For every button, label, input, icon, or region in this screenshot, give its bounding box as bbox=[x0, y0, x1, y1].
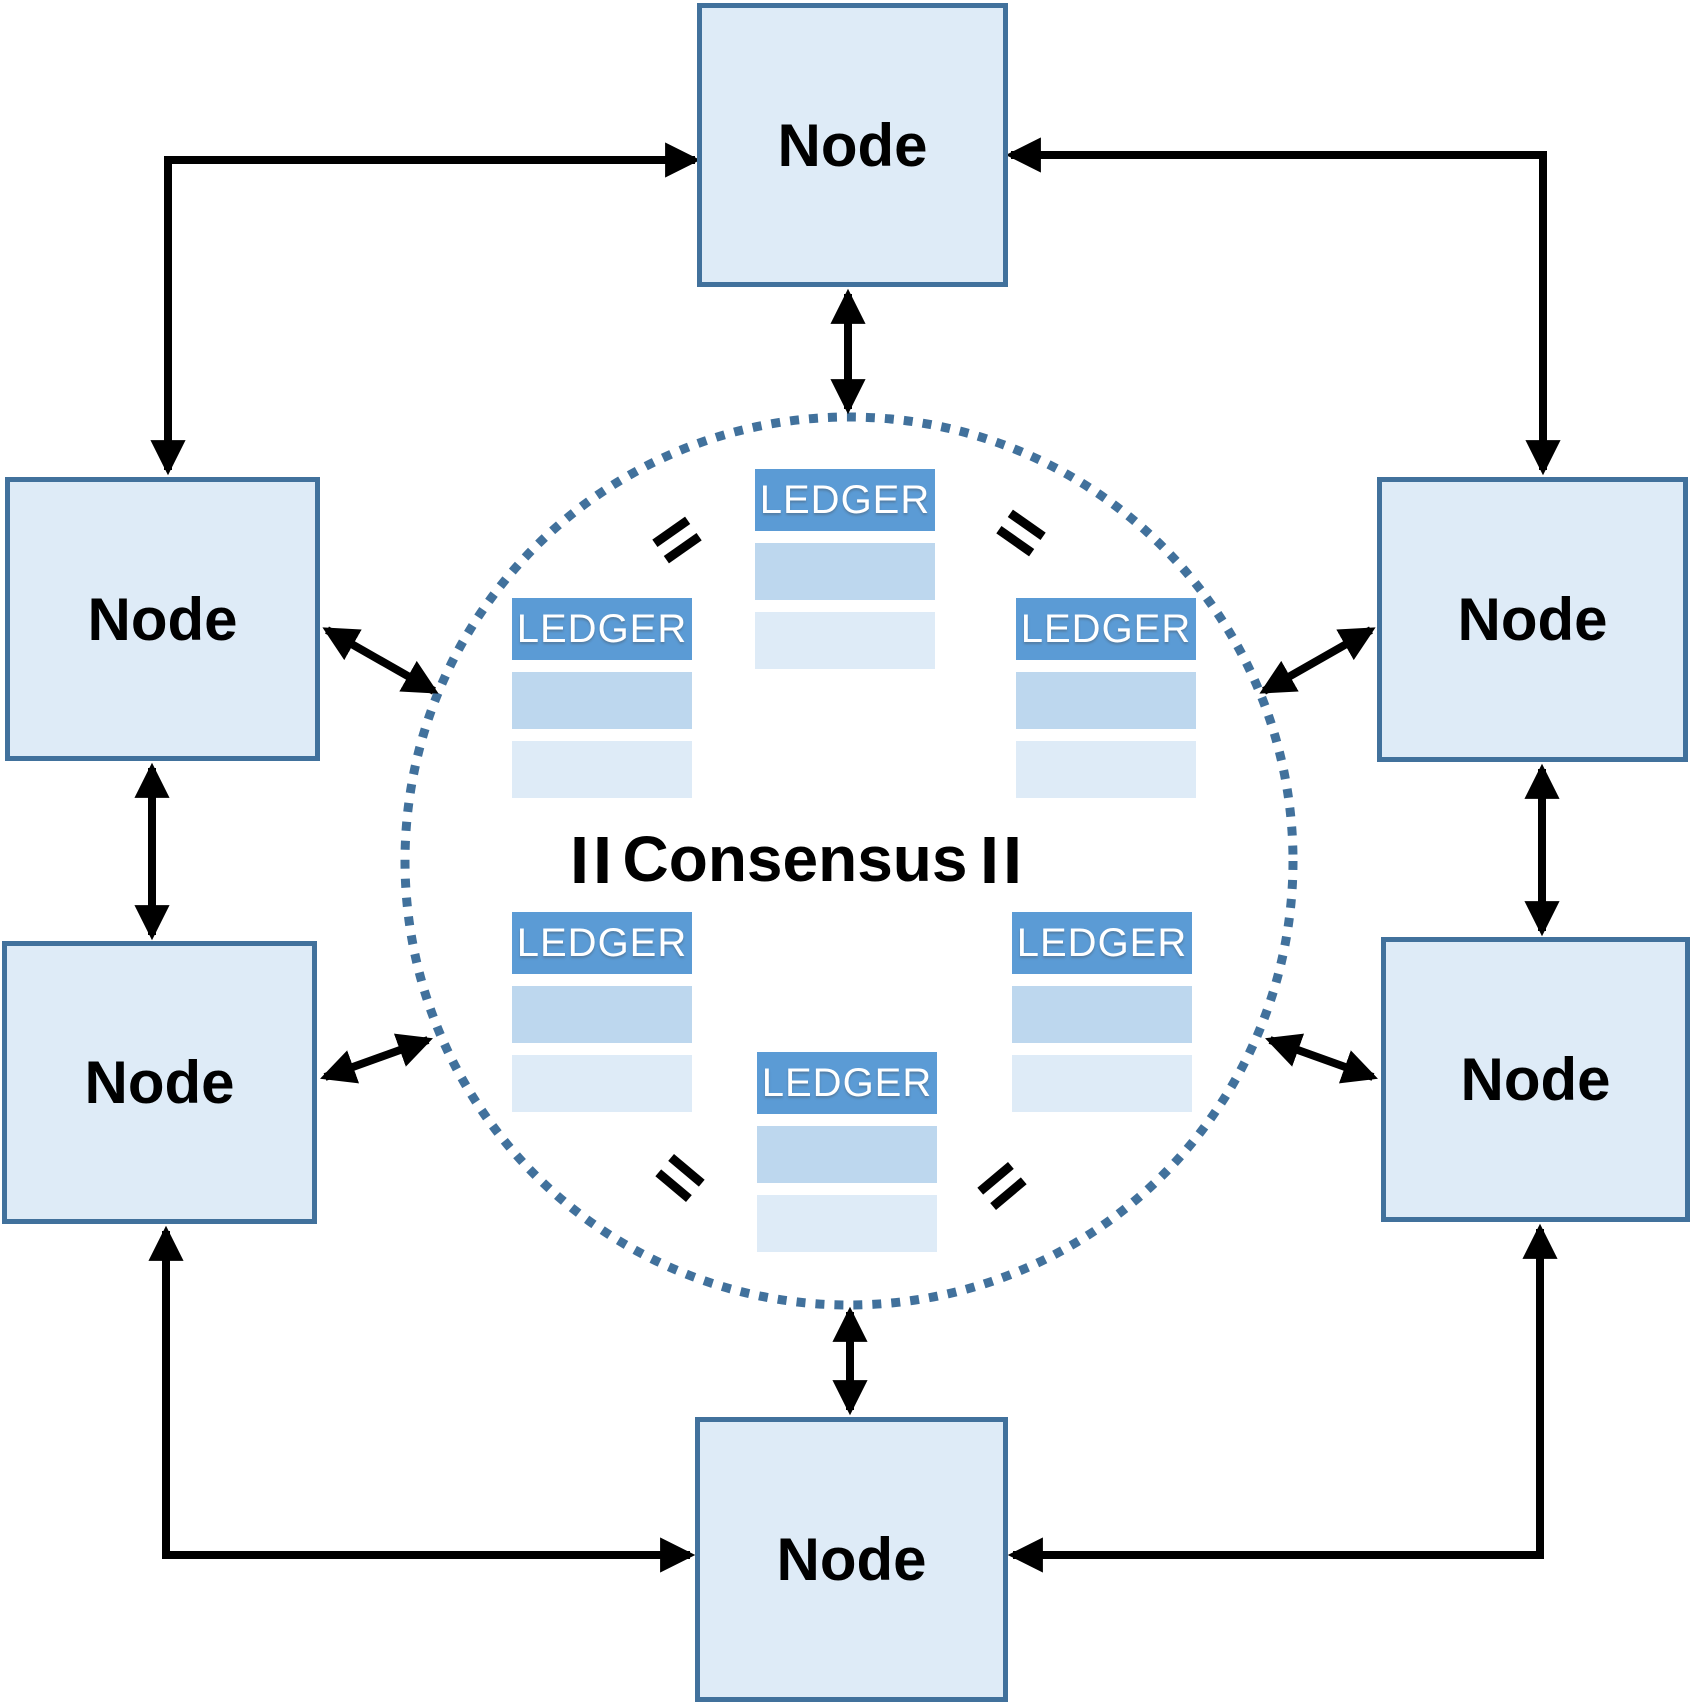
ledger-row bbox=[1016, 741, 1196, 798]
consensus-dotted-circle bbox=[400, 412, 1298, 1310]
node-label: Node bbox=[776, 1526, 927, 1593]
ledger-row bbox=[755, 543, 935, 600]
ledger-top-center: LEDGER bbox=[755, 469, 935, 669]
node-label: Node bbox=[1460, 1046, 1611, 1113]
ledger-bottom-center: LEDGER bbox=[757, 1052, 937, 1252]
ledger-row bbox=[512, 672, 692, 729]
ledger-upper-left: LEDGER bbox=[512, 598, 692, 798]
ledger-header: LEDGER bbox=[1012, 912, 1192, 974]
node-bottom: Node bbox=[695, 1417, 1008, 1702]
ledger-row bbox=[755, 612, 935, 669]
node-label: Node bbox=[84, 1049, 235, 1116]
equals-bar bbox=[597, 837, 608, 883]
ledger-row bbox=[757, 1195, 937, 1252]
ledger-row bbox=[1012, 1055, 1192, 1112]
node-label: Node bbox=[777, 111, 928, 179]
arrow-left-upper-node-to-circle bbox=[322, 626, 439, 695]
ledger-header: LEDGER bbox=[755, 469, 935, 531]
arrow-left-lower-node-to-circle bbox=[320, 1033, 433, 1084]
node-label: Node bbox=[87, 585, 238, 653]
ledger-row bbox=[757, 1126, 937, 1183]
arrow-top-right-corner bbox=[1005, 137, 1561, 476]
arrow-right-lower-node-to-circle bbox=[1265, 1033, 1378, 1084]
ledger-upper-right: LEDGER bbox=[1016, 598, 1196, 798]
ledger-lower-right: LEDGER bbox=[1012, 912, 1192, 1112]
arrow-right-upper-node-to-circle bbox=[1259, 626, 1376, 695]
ledger-row bbox=[512, 986, 692, 1043]
node-left-upper: Node bbox=[5, 477, 320, 761]
equals-bar bbox=[1007, 837, 1018, 883]
equals-bar bbox=[574, 837, 585, 883]
ledger-row bbox=[512, 741, 692, 798]
node-label: Node bbox=[1457, 586, 1608, 653]
ledger-lower-left: LEDGER bbox=[512, 912, 692, 1112]
ledger-header: LEDGER bbox=[512, 598, 692, 660]
arrow-bottom-left-corner bbox=[148, 1225, 696, 1573]
equals-sign-right-of-consensus bbox=[984, 837, 1018, 883]
equals-bar bbox=[984, 837, 995, 883]
ledger-row bbox=[512, 1055, 692, 1112]
ledger-row bbox=[1016, 672, 1196, 729]
node-top: Node bbox=[697, 3, 1008, 287]
node-left-lower: Node bbox=[2, 941, 317, 1224]
arrow-top-left-corner bbox=[150, 142, 701, 476]
ledger-header: LEDGER bbox=[757, 1052, 937, 1114]
node-right-upper: Node bbox=[1377, 477, 1688, 762]
consensus-label: Consensus bbox=[622, 823, 968, 895]
arrow-bottom-right-corner bbox=[1007, 1223, 1558, 1573]
ledger-header: LEDGER bbox=[512, 912, 692, 974]
ledger-row bbox=[1012, 986, 1192, 1043]
node-right-lower: Node bbox=[1381, 937, 1690, 1222]
ledger-header: LEDGER bbox=[1016, 598, 1196, 660]
equals-sign-left-of-consensus bbox=[574, 837, 608, 883]
